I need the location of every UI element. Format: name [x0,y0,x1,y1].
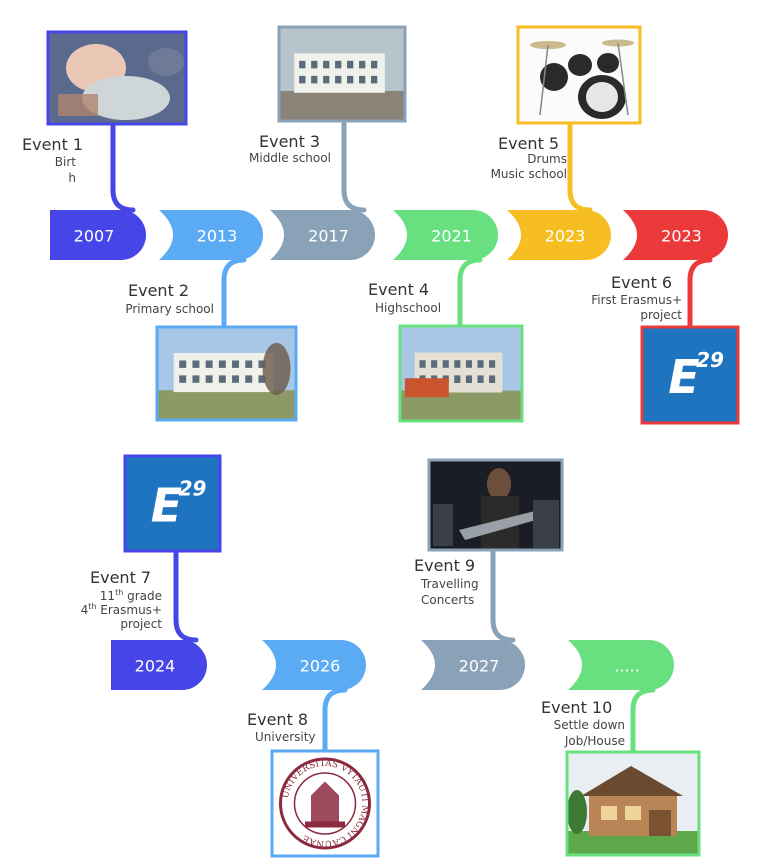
university-seal: UNIVERSITAS VYTAUTI MAGNI CAUNAE [272,751,378,856]
event-7-image: E29 [123,454,222,553]
event-1-desc-line: Birt [55,155,77,169]
year-label-4: 2021 [431,227,472,246]
event-6-frame [640,325,740,425]
erasmus-logo-text: E [151,479,182,533]
event-9-connector [490,547,516,643]
event-4-image [398,324,524,423]
erasmus-logo: E29 [642,327,738,423]
house-photo [567,752,699,855]
event-8-title: Event 8 [247,710,308,729]
year-marker-7 [111,640,207,690]
event-6-connector [687,257,713,330]
event-4-title: Event 4 [368,280,429,299]
event-10-frame [565,750,701,857]
event-9-desc-line: Travelling [420,577,479,591]
erasmus-logo-sup: 29 [179,477,207,501]
event-7-title: Event 7 [90,568,151,587]
event-3-title: Event 3 [259,132,320,151]
erasmus-logo-sup: 29 [696,348,724,372]
event-9-title: Event 9 [414,556,475,575]
year-marker-1 [50,210,146,260]
event-8-connector [322,687,348,754]
event-9-desc-line: Concerts [421,593,474,607]
event-3-frame [277,25,407,123]
event-5-image [516,25,642,125]
event-8-frame [270,749,380,858]
event-4-desc-line: Highschool [375,301,441,315]
year-label-10: ..... [614,657,639,676]
year-label-6: 2023 [661,227,702,246]
event-2-desc-line: Primary school [125,302,214,316]
year-label-5: 2023 [545,227,586,246]
year-marker-9 [421,640,525,690]
event-6-title: Event 6 [611,273,672,292]
year-label-3: 2017 [308,227,349,246]
event-5-desc-line: Music school [491,167,567,181]
event-6-image: E29 [640,325,740,425]
year-marker-5 [507,210,611,260]
event-10-desc-line: Job/House [564,734,625,748]
year-marker-3 [270,210,375,260]
event-1-frame [46,30,188,126]
event-8-image: UNIVERSITAS VYTAUTI MAGNI CAUNAE [270,749,380,858]
event-4-frame [398,324,524,423]
event-9-frame [427,458,564,552]
event-7-desc-line: project [120,617,162,631]
event-5-frame [516,25,642,125]
highschool-building-photo [400,326,522,421]
year-label-1: 2007 [74,227,115,246]
middle-school-building-photo [279,27,405,121]
event-8-desc-line: University [255,730,316,744]
event-5-title: Event 5 [498,134,559,153]
event-2-title: Event 2 [128,281,189,300]
event-7-desc-line: 4th Erasmus+ [81,602,162,617]
primary-school-building-photo [157,327,296,420]
event-6-desc-line: First Erasmus+ [591,293,682,307]
event-5-connector [567,120,593,213]
erasmus-logo: E29 [125,456,220,551]
event-3-image [277,25,407,123]
year-marker-10 [568,640,674,690]
year-marker-8 [262,640,366,690]
year-label-8: 2026 [300,657,341,676]
drum-kit-photo [518,27,640,123]
event-4-connector [457,257,483,329]
erasmus-logo-text: E [668,350,699,404]
event-7-desc-line: 11th grade [100,588,162,603]
event-5-desc-line: Drums [527,152,567,166]
event-1-title: Event 1 [22,135,83,154]
event-1-image [46,30,188,126]
event-6-desc-line: project [640,308,682,322]
event-3-connector [341,118,367,213]
newborn-baby-photo [48,32,186,124]
event-10-desc-line: Settle down [554,718,625,732]
event-3-desc-line: Middle school [249,151,331,165]
event-1-desc-line: h [68,171,76,185]
concert-guitarist-photo [429,460,562,550]
year-label-7: 2024 [135,657,176,676]
event-2-frame [155,325,298,422]
year-marker-2 [159,210,263,260]
event-2-image [155,325,298,422]
event-10-image [565,750,701,857]
year-label-2: 2013 [197,227,238,246]
event-2-connector [221,257,247,330]
event-10-connector [630,687,656,755]
year-marker-4 [393,210,498,260]
event-9-image [427,458,564,552]
year-label-9: 2027 [459,657,500,676]
year-marker-6 [623,210,728,260]
event-7-connector [173,548,199,643]
event-7-frame [123,454,222,553]
event-10-title: Event 10 [541,698,612,717]
event-1-connector [110,121,136,213]
